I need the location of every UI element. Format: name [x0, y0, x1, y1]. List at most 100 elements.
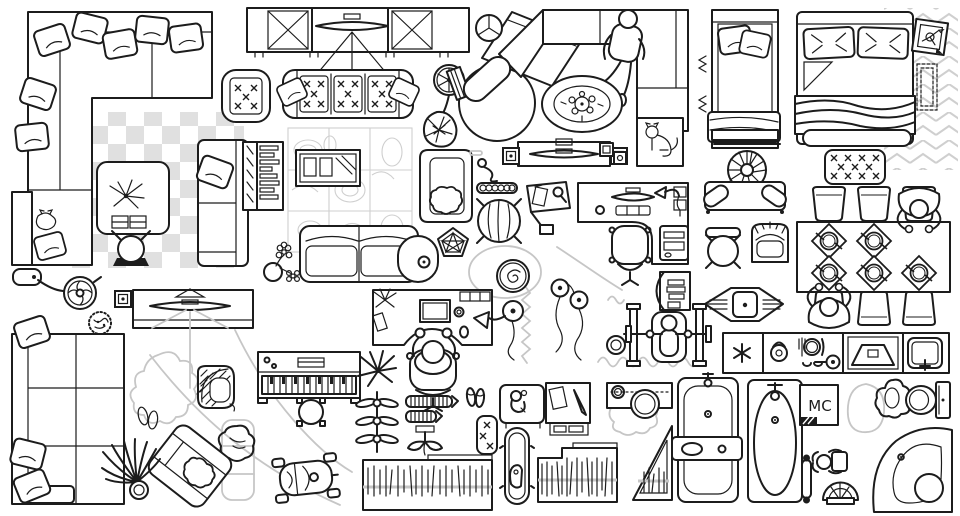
toy: [510, 389, 528, 413]
bead-toy: [476, 182, 518, 194]
oval-bathtub: [747, 379, 803, 503]
round-end-table: [397, 235, 439, 283]
person-sitting: [811, 448, 848, 475]
lifting-person: [645, 314, 693, 357]
tv-wall-console: [132, 288, 254, 389]
double-bed: [794, 11, 916, 147]
fuzzy-plant: [88, 311, 112, 335]
dining-chair: [812, 186, 846, 222]
desk-plant: [372, 288, 397, 332]
pentagon-ornament: [437, 227, 469, 257]
slippers-pair: [465, 387, 486, 408]
single-bed: [697, 9, 781, 149]
tufted-armchair: [221, 69, 271, 123]
pinked-mat: [916, 63, 938, 111]
tub-chair: [751, 221, 789, 263]
sleeping-cat: [35, 209, 57, 231]
bench-press: [606, 303, 712, 367]
garden-bush: [217, 424, 256, 462]
towel-rail: [801, 454, 812, 504]
flower-oval-rug: [541, 75, 623, 133]
side-sofa: [194, 139, 249, 267]
fringe-rug-medium: [537, 442, 618, 503]
kettle-icon: [770, 341, 788, 362]
animal-skin-rug: [129, 351, 199, 430]
round-side-table: [705, 227, 741, 269]
rotated-armchair: [147, 424, 233, 508]
wall-shelf: [711, 129, 781, 145]
piano-stool: [475, 14, 503, 42]
rattan-chair: [196, 365, 236, 412]
tufted-bench: [824, 149, 886, 185]
iron: [509, 464, 523, 489]
tub-faucet: [702, 372, 714, 388]
dining-chair: [857, 186, 891, 222]
triangle-fringe-rug: [632, 425, 673, 501]
glass-coffee-table: [295, 149, 361, 187]
aloe-plant: [357, 350, 397, 387]
kitchen-counter: [722, 332, 950, 374]
arc-shelf: [655, 271, 691, 311]
plant-tier: [355, 433, 399, 445]
burner-icon: [733, 343, 751, 363]
kids-desk: [499, 382, 591, 436]
ball-lamp: [111, 230, 151, 266]
person-at-desk: [406, 327, 460, 412]
corner-bathtub: [872, 427, 953, 513]
person-figure: [874, 378, 913, 419]
tiered-plant-stand: [355, 391, 399, 453]
plant-tier: [355, 415, 399, 427]
desk-lamp: [473, 300, 524, 361]
toilet: [905, 381, 951, 419]
workstation-desk-person: [372, 288, 493, 412]
small-pouf: [476, 415, 498, 455]
table-plant: [109, 179, 145, 209]
jump-rope: [469, 150, 498, 183]
runner-rugs: [405, 395, 459, 423]
photo-frames: [599, 142, 627, 165]
palm-plant: [101, 438, 161, 500]
tufted-sofa: [274, 69, 422, 119]
upright-piano: [257, 351, 361, 404]
scallop-cushion-armchair: [419, 149, 473, 223]
fan-rug: [822, 481, 859, 505]
draped-round-table: [476, 198, 522, 244]
rect-bathtub: [671, 372, 743, 503]
speaker-icon: [502, 147, 520, 165]
corner-sink: [704, 287, 784, 322]
triangle-plant-pot: [422, 110, 458, 148]
small-sink-icon: [907, 337, 943, 371]
dining-chair: [902, 290, 936, 326]
roll-pillow-bench: [703, 181, 787, 214]
spiral-rug: [468, 245, 542, 299]
bookshelf: [242, 141, 284, 211]
plant-tier: [355, 397, 399, 409]
washing-machine: [606, 382, 673, 419]
tub-faucet: [767, 382, 783, 401]
blossom: [275, 241, 293, 259]
plate-cutlery-icon: [798, 337, 825, 367]
tv-lowboard: [502, 138, 628, 167]
flower-pouf: [727, 150, 767, 190]
pedal-car: [271, 452, 341, 504]
speaker-icon: [114, 290, 132, 308]
zigzag-garland: [520, 285, 532, 364]
mc-closet: MC: [799, 384, 839, 426]
fringe-rug-large: [362, 454, 493, 511]
range-hood-icon: [847, 336, 899, 370]
room-label: MC: [808, 397, 831, 415]
drafting-desk: [526, 181, 571, 235]
earbuds: [550, 278, 589, 361]
desk-monitor: [611, 187, 655, 202]
vacuum-cleaner: [12, 268, 102, 310]
office-chair: [608, 225, 652, 286]
slippers: [137, 406, 159, 430]
coffee-table: [96, 161, 170, 235]
corner-sofa: [11, 10, 213, 266]
laundry-pile: [608, 405, 659, 436]
dining-chair: [857, 290, 891, 326]
dining-set: [796, 186, 951, 329]
pan-icon: [814, 354, 841, 370]
corner-sectional-sofa: [8, 313, 125, 506]
